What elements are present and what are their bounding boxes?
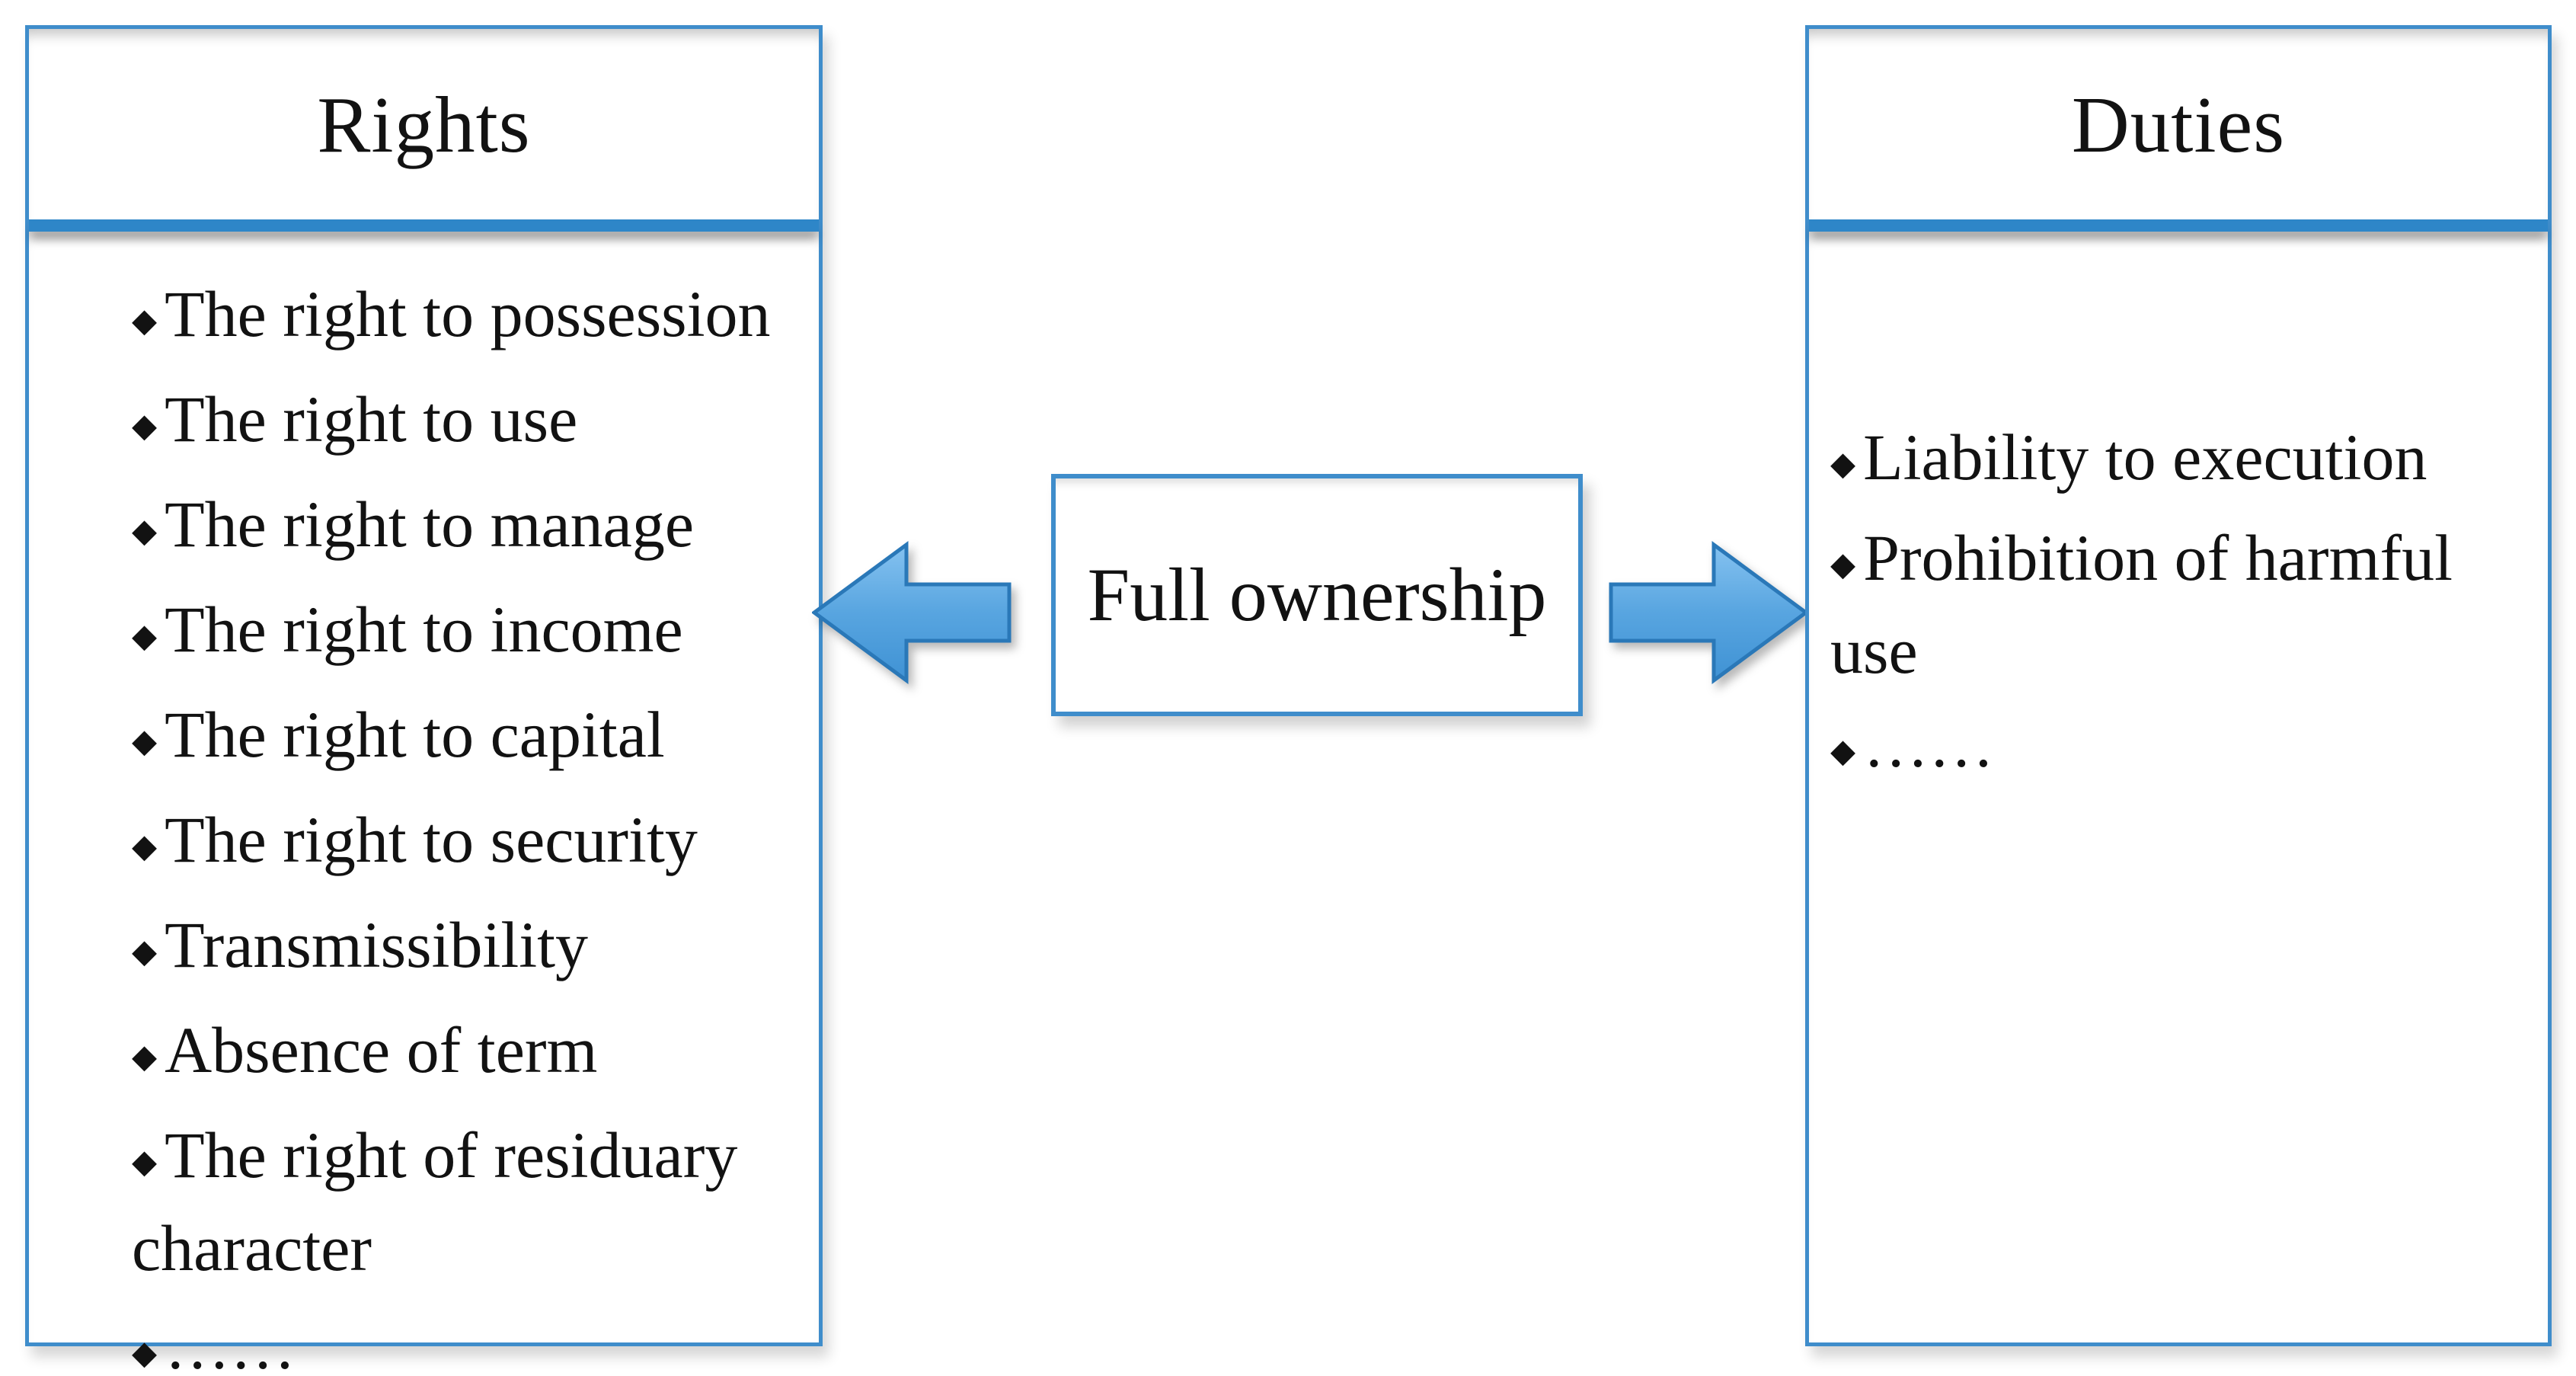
rights-list-item: ◆The right to capital [132, 692, 810, 785]
rights-item-label: The right of residuary character [132, 1118, 738, 1285]
rights-list-item: ◆…… [132, 1304, 810, 1376]
duties-panel-body: ◆Liability to execution ◆Prohibition of … [1809, 232, 2548, 1342]
diamond-bullet-icon: ◆ [1830, 545, 1856, 584]
diamond-bullet-icon: ◆ [132, 827, 158, 866]
duties-list-item: ◆…… [1830, 702, 2539, 795]
duties-panel-title: Duties [2071, 79, 2286, 169]
rights-list-item: ◆The right to use [132, 376, 810, 469]
left-block-arrow-icon [812, 541, 1012, 684]
diamond-bullet-icon: ◆ [1830, 731, 1856, 770]
rights-item-label: The right to security [165, 802, 698, 876]
duties-panel-divider [1809, 219, 2548, 232]
rights-list-item: ◆The right to security [132, 797, 810, 890]
diamond-bullet-icon: ◆ [132, 616, 158, 655]
rights-item-label: The right to possession [165, 277, 771, 350]
rights-panel-title: Rights [317, 79, 531, 169]
duties-item-label: Prohibition of harmful use [1830, 520, 2453, 687]
diamond-bullet-icon: ◆ [132, 406, 158, 445]
rights-list-item: ◆The right of residuary character [132, 1112, 810, 1291]
right-block-arrow-icon [1609, 541, 1808, 684]
full-ownership-box: Full ownership [1051, 474, 1583, 716]
rights-panel-divider [29, 219, 819, 232]
rights-list-item: ◆Transmissibility [132, 902, 810, 995]
rights-item-label: The right to use [165, 382, 578, 456]
rights-item-label: The right to capital [165, 697, 665, 771]
diamond-bullet-icon: ◆ [1830, 444, 1856, 483]
duties-item-label: Liability to execution [1863, 421, 2427, 494]
rights-item-label: …… [165, 1309, 296, 1376]
rights-list-item: ◆The right to possession [132, 271, 810, 364]
duties-item-label: …… [1863, 707, 1995, 781]
rights-panel: Rights ◆The right to possession ◆The rig… [25, 25, 823, 1376]
diamond-bullet-icon: ◆ [132, 722, 158, 760]
diamond-bullet-icon: ◆ [132, 511, 158, 550]
rights-item-label: Absence of term [165, 1013, 598, 1086]
rights-item-label: The right to manage [165, 487, 695, 561]
duties-panel: Duties ◆Liability to execution ◆Prohibit… [1805, 25, 2552, 1346]
diamond-bullet-icon: ◆ [132, 1333, 158, 1372]
diamond-bullet-icon: ◆ [132, 1142, 158, 1181]
rights-item-label: The right to income [165, 592, 683, 666]
rights-panel-header: Rights [29, 29, 819, 219]
diamond-bullet-icon: ◆ [132, 301, 158, 340]
diamond-bullet-icon: ◆ [132, 932, 158, 971]
rights-panel-body: ◆The right to possession ◆The right to u… [29, 232, 819, 1376]
rights-item-label: Transmissibility [165, 907, 589, 981]
full-ownership-label: Full ownership [1087, 552, 1547, 637]
rights-list-item: ◆The right to income [132, 587, 810, 680]
duties-list-item: ◆Liability to execution [1830, 414, 2539, 507]
duties-panel-header: Duties [1809, 29, 2548, 219]
rights-list-item: ◆Absence of term [132, 1007, 810, 1100]
diamond-bullet-icon: ◆ [132, 1037, 158, 1076]
rights-list-item: ◆The right to manage [132, 482, 810, 574]
duties-list-item: ◆Prohibition of harmful use [1830, 515, 2539, 694]
